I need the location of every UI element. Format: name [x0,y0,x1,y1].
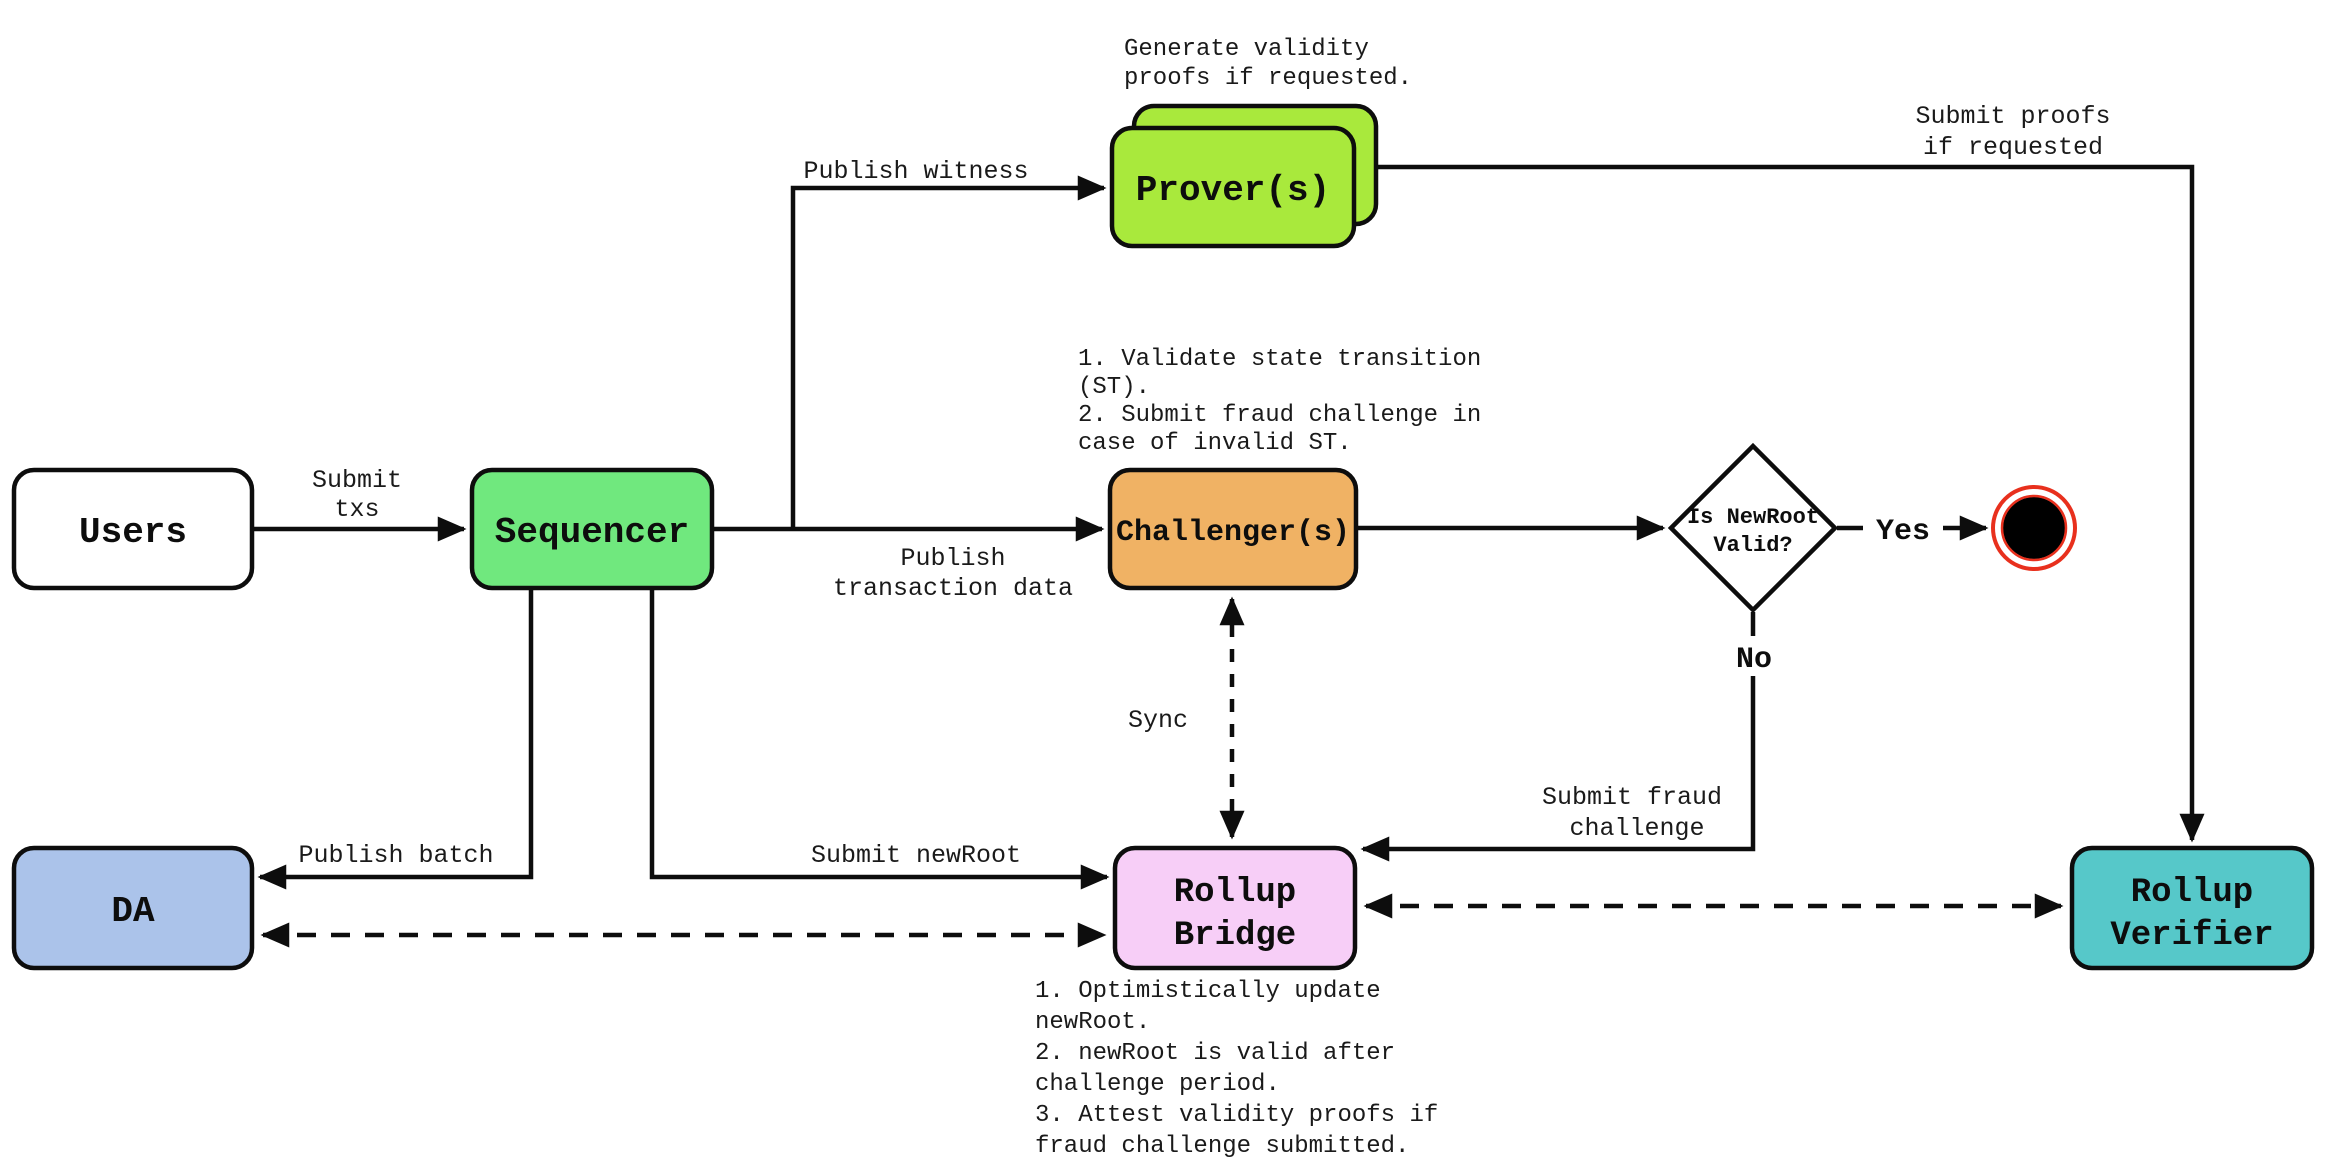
rollup-bridge-box [1112,845,1358,971]
label-no-background [1722,636,1784,676]
decision-diamond-shape [1667,442,1839,614]
decision-label-line2: Valid? [1713,533,1792,558]
da-label: DA [111,891,155,932]
end-state-core-ring [2000,494,2068,562]
label-sync: Sync [1128,706,1188,735]
rollup-verifier-label-line1: Rollup [2131,874,2253,912]
challenger-note-line: 1. Validate state transition [1078,346,1481,373]
label-yes: Yes [1876,515,1930,549]
label-submit-newroot: Submit newRoot [811,841,1021,870]
rollup-verifier-label-line2: Verifier [2110,917,2273,955]
label-publish-transaction-data-line1: Publish [900,544,1005,573]
end-state-core [2003,497,2065,559]
prover-note-line: proofs if requested. [1124,65,1412,92]
provers-front-box [1109,125,1357,249]
challenger-note-line: (ST). [1078,374,1150,401]
label-yes-background [1863,506,1943,548]
label-submit-txs-line2: txs [334,495,379,524]
rollup-bridge-label-line2: Bridge [1174,917,1296,955]
node-challengers: Challenger(s) [1107,467,1359,591]
bridge-note-line: fraud challenge submitted. [1035,1133,1409,1160]
edge-sequencer-to-provers [790,175,1107,529]
prover-note: Generate validity proofs if requested. [1124,36,1412,92]
label-publish-transaction-data-line2: transaction data [833,574,1073,603]
rollup-verifier-box [2069,845,2315,971]
node-da: DA [11,845,255,971]
node-sequencer: Sequencer [469,467,715,591]
bridge-note-line: 1. Optimistically update [1035,978,1381,1005]
label-publish-batch: Publish batch [298,841,493,870]
bridge-note-line: newRoot. [1035,1009,1150,1036]
node-provers: Prover(s) [1109,103,1379,249]
users-box [11,467,255,591]
edge-provers-to-rollup-verifier [1378,164,2205,843]
challengers-box [1107,467,1359,591]
provers-label: Prover(s) [1136,170,1330,211]
node-users: Users [11,467,255,591]
edge-sequencer-to-da [257,590,534,890]
bridge-note-line: 3. Attest validity proofs if [1035,1102,1438,1129]
challenger-note-line: 2. Submit fraud challenge in [1078,402,1481,429]
edge-sequencer-to-rollup-bridge [649,590,1110,890]
label-submit-txs-line1: Submit [312,466,402,495]
label-submit-proofs-line1: Submit proofs [1915,102,2110,131]
challenger-note: 1. Validate state transition (ST). 2. Su… [1078,346,1481,457]
edges [252,164,2205,948]
users-label: Users [79,512,187,553]
challenger-note-line: case of invalid ST. [1078,430,1352,457]
label-submit-fraud-challenge-line2: challenge [1569,814,1704,843]
node-rollup-verifier: Rollup Verifier [2069,845,2315,971]
edge-labels: Submit txs Publish witness Publish trans… [298,102,2110,870]
label-submit-fraud-challenge-line1: Submit fraud [1542,783,1722,812]
rollup-bridge-label-line1: Rollup [1174,874,1296,912]
label-publish-witness: Publish witness [803,157,1028,186]
bridge-note-line: 2. newRoot is valid after [1035,1040,1395,1067]
nodes: Users Sequencer Prover(s) Challenger(s) … [11,103,2315,971]
edge-decision-no-to-rollup-bridge [1360,612,1756,862]
prover-note-line: Generate validity [1124,36,1369,63]
node-decision-diamond: Is NewRoot Valid? [1667,442,1839,614]
notes: Generate validity proofs if requested. 1… [1035,36,1481,1160]
challengers-label: Challenger(s) [1116,516,1350,550]
sequencer-box [469,467,715,591]
label-submit-proofs-line2: if requested [1923,133,2103,162]
label-no: No [1736,643,1772,677]
sequencer-label: Sequencer [495,512,689,553]
bridge-note: 1. Optimistically update newRoot. 2. new… [1035,978,1438,1160]
decision-label-line1: Is NewRoot [1687,505,1819,530]
da-box [11,845,255,971]
node-rollup-bridge: Rollup Bridge [1112,845,1358,971]
bridge-note-line: challenge period. [1035,1071,1280,1098]
node-end-state [1991,485,2077,571]
